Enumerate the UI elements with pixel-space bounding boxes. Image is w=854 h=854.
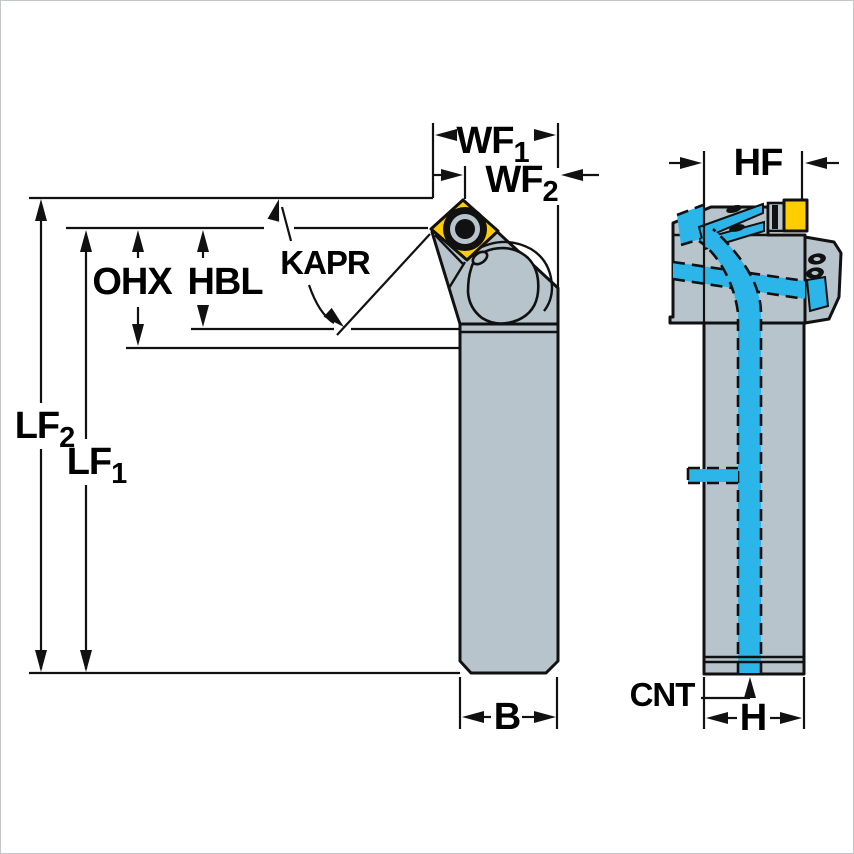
h-arrow-left [706,712,728,724]
side-view [668,198,843,676]
front-clamp-cam [466,246,540,325]
label-h: H [739,697,767,739]
lf1-arrow-bottom [80,650,92,672]
label-b: B [493,696,521,738]
front-view [429,198,560,675]
front-shank [458,322,560,675]
wf1-arrow-left [435,129,457,141]
hf-arrow-right [805,157,827,169]
coolant-inlet-branch [688,469,738,482]
ohx-arrow-down [132,324,144,346]
insert-screw-center [455,219,475,239]
b-arrow-left [462,711,484,723]
kapr-angle-line [336,233,431,336]
label-wf1: WF1 [456,120,530,169]
side-clamp-screw [772,205,778,229]
lf1-arrow-top [80,230,92,252]
dimension-annotations [29,123,839,729]
hf-arrow-left [680,157,702,169]
lf2-arrow-bottom [35,650,47,672]
label-kapr: KAPR [280,244,371,281]
nozzle-dart-1 [726,204,742,214]
front-cam-outer-arc [473,240,554,312]
hbl-arrow-up [197,230,209,252]
nozzle-dart-2 [729,224,745,232]
front-pocket-line [447,261,467,289]
front-pocket-seam [434,234,464,265]
label-lf2: LF2 [14,405,76,454]
coolant-vertical [699,229,761,673]
ohx-arrow-up [132,230,144,252]
label-hf: HF [733,142,784,184]
cnt-arrow [744,677,756,698]
hbl-arrow-down [197,305,209,327]
gusset-coolant-port [805,275,830,313]
label-cnt: CNT [629,676,696,713]
h-arrow-right [780,712,802,724]
gusset-screw-1-center [813,257,821,261]
side-insert [782,198,809,233]
kapr-upper-arrow [267,199,280,222]
wf2-arrow-right [561,169,583,181]
label-ohx: OHX [92,261,172,303]
coolant-vertical-edge-right [712,228,763,673]
coolant-vertical-edge-left [698,239,740,673]
coolant-wedge [677,205,707,245]
label-lf1: LF1 [66,441,128,490]
label-hbl: HBL [187,261,263,303]
label-wf2: WF2 [485,159,559,208]
kapr-leader-arrow [323,307,344,327]
front-pocket-detail [471,250,489,266]
gusset-screw-2-center [811,271,819,275]
kapr-upper-leader [280,206,293,242]
coolant-inlet-outline [686,466,741,485]
kapr-leader [307,284,335,324]
wf2-arrow-left [441,169,463,181]
b-arrow-right [534,711,556,723]
wf1-arrow-right [534,129,556,141]
lf2-arrow-top [35,199,47,221]
